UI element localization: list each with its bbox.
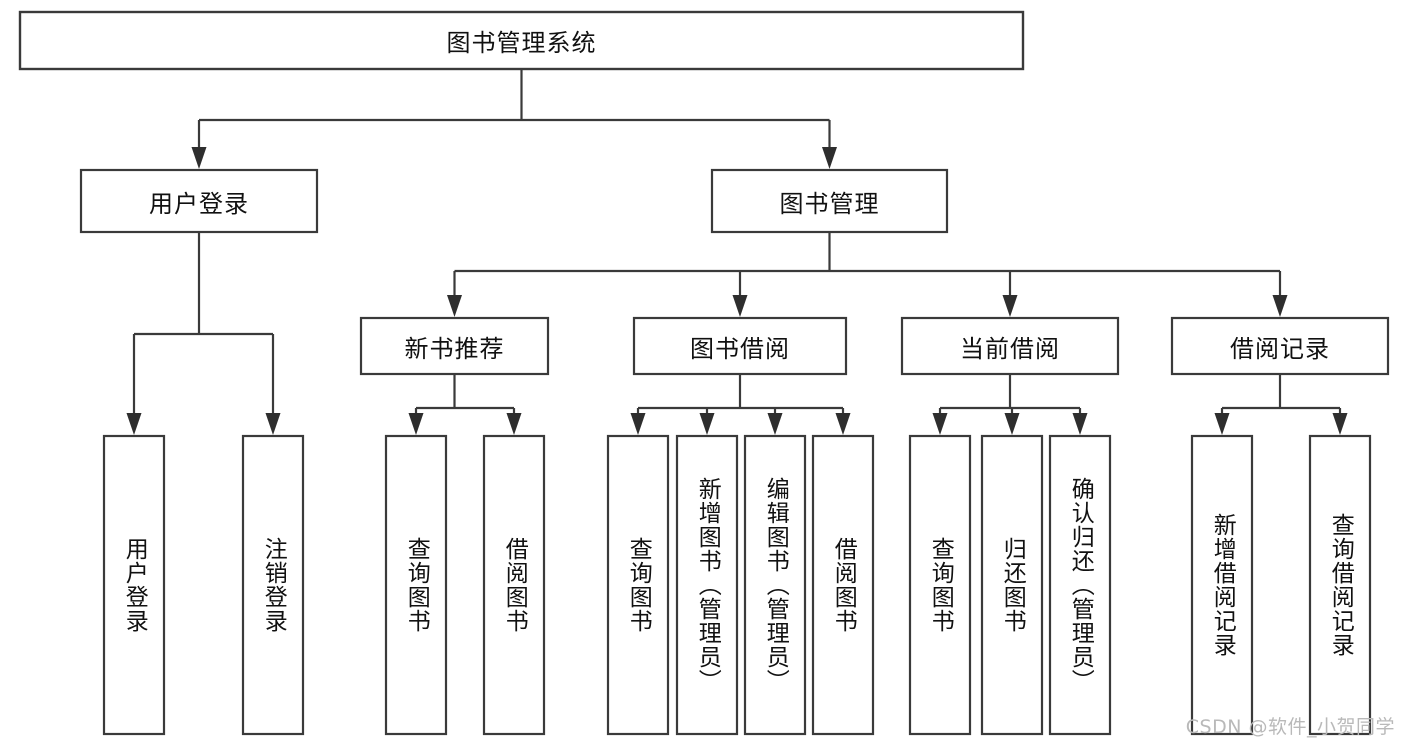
- arrow-head-icon: [835, 413, 851, 435]
- arrow-head-icon: [732, 295, 748, 317]
- arrow-head-icon: [447, 295, 462, 317]
- arrow-head-icon: [932, 413, 948, 435]
- arrow-head-icon: [1004, 413, 1020, 435]
- node-box-current-borrow[interactable]: [900, 316, 1120, 376]
- connector-group: [932, 374, 1088, 435]
- node-box-leaf-edit-book[interactable]: [743, 434, 807, 736]
- node-box-leaf-query-book-cur[interactable]: [908, 434, 972, 736]
- arrow-head-icon: [767, 413, 783, 435]
- node-layer: [18, 10, 1390, 736]
- node-box-leaf-logout[interactable]: [241, 434, 305, 736]
- connector-group: [191, 69, 837, 169]
- node-box-leaf-add-book[interactable]: [675, 434, 739, 736]
- connector-group: [630, 374, 851, 435]
- arrow-head-icon: [1272, 295, 1288, 317]
- arrow-head-icon: [1002, 295, 1018, 317]
- node-box-leaf-user-login[interactable]: [102, 434, 166, 736]
- node-box-leaf-borrow-book-rec[interactable]: [482, 434, 546, 736]
- node-box-book-borrow[interactable]: [632, 316, 848, 376]
- arrow-head-icon: [1332, 413, 1348, 435]
- arrow-head-icon: [506, 413, 522, 435]
- watermark-text: CSDN @软件_小贺同学: [1185, 716, 1395, 738]
- connector-group: [126, 232, 281, 435]
- arrow-head-icon: [1072, 413, 1088, 435]
- arrow-head-icon: [699, 413, 715, 435]
- node-box-user-login[interactable]: [79, 168, 319, 234]
- node-box-leaf-confirm-return[interactable]: [1048, 434, 1112, 736]
- connector-group: [447, 232, 1288, 317]
- node-box-leaf-query-book-borrow[interactable]: [606, 434, 670, 736]
- arrow-head-icon: [822, 147, 837, 169]
- node-box-book-manage[interactable]: [710, 168, 949, 234]
- node-box-leaf-add-record[interactable]: [1190, 434, 1254, 736]
- arrow-head-icon: [265, 413, 281, 435]
- arrow-head-icon: [1214, 413, 1230, 435]
- arrow-head-icon: [630, 413, 646, 435]
- connector-group: [1214, 374, 1348, 435]
- arrow-head-icon: [191, 147, 207, 169]
- node-box-new-book-rec[interactable]: [359, 316, 550, 376]
- node-box-root[interactable]: [18, 10, 1025, 71]
- node-box-leaf-borrow-book[interactable]: [811, 434, 875, 736]
- node-box-leaf-return-book[interactable]: [980, 434, 1044, 736]
- arrow-head-icon: [126, 413, 142, 435]
- node-box-leaf-query-record[interactable]: [1308, 434, 1372, 736]
- connector-layer: [126, 69, 1348, 435]
- arrow-head-icon: [408, 413, 424, 435]
- connector-group: [408, 374, 522, 435]
- node-box-borrow-record[interactable]: [1170, 316, 1390, 376]
- node-box-leaf-query-book-rec[interactable]: [384, 434, 448, 736]
